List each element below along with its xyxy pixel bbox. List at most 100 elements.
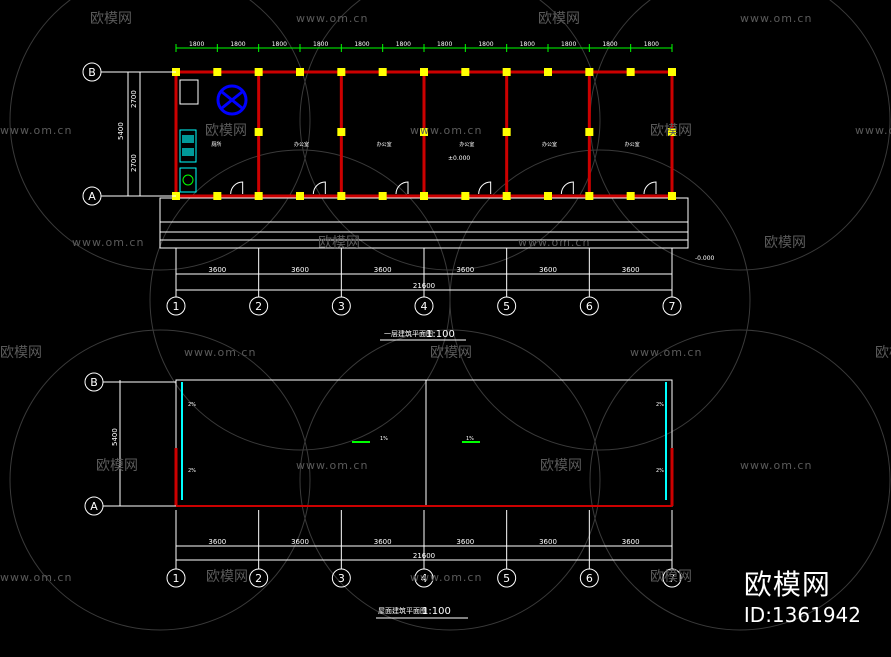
- grid-col-bubble: [331, 568, 351, 588]
- column: [544, 68, 552, 76]
- watermark-brand: 欧模网: [96, 458, 138, 474]
- plan1-title: 一层建筑平面图: [384, 329, 433, 338]
- grid-col-label: 5: [503, 300, 510, 313]
- top-dim-label: 1800: [396, 41, 411, 48]
- top-dim-label: 1800: [437, 41, 452, 48]
- bay-dim: 3600: [208, 266, 226, 274]
- grid-col-bubble: [497, 296, 517, 316]
- svg-text:B: B: [90, 376, 98, 389]
- grid-col-bubble: [166, 568, 186, 588]
- bay-dim: 3600: [539, 266, 557, 274]
- column: [296, 68, 304, 76]
- column: [502, 68, 511, 76]
- outdoor-elevation: -0.000: [695, 255, 715, 262]
- door-swing: [312, 181, 326, 195]
- model-id: ID:1361942: [743, 603, 861, 627]
- grid-col-label: 6: [586, 572, 593, 585]
- column: [668, 192, 676, 200]
- watermark-url: www.om.cn: [740, 12, 813, 25]
- column: [337, 128, 346, 136]
- watermark-brand: 欧模网: [90, 11, 132, 27]
- bay-dim: 3600: [374, 538, 392, 546]
- top-dim-label: 1800: [520, 41, 535, 48]
- watermark-brand: 欧模网: [206, 569, 248, 585]
- top-dim-label: 1800: [561, 41, 576, 48]
- vdim-total: 5400: [117, 122, 125, 140]
- bay-dim: 3600: [291, 266, 309, 274]
- grid-col-bubble: [331, 296, 351, 316]
- watermark-url: www.om.cn: [630, 346, 703, 359]
- brand-logo: 欧模网: [743, 568, 831, 601]
- brand-badge: 欧模网 ID:1361942: [744, 563, 861, 627]
- watermark-brand: 欧模网: [0, 345, 42, 361]
- roof-grid-row-A: A: [84, 496, 176, 516]
- column: [502, 128, 511, 136]
- elevation-label: ±0.000: [448, 155, 470, 162]
- column: [626, 68, 635, 76]
- room-label: 办公室: [459, 141, 474, 148]
- watermark-brand: 欧模网: [650, 123, 692, 139]
- column: [626, 192, 635, 200]
- slope-label: 1%: [380, 436, 388, 442]
- grid-col-bubble: [579, 296, 599, 316]
- room-label: 办公室: [294, 141, 309, 148]
- watermark-url: www.om.cn: [0, 124, 73, 137]
- svg-text:A: A: [88, 190, 96, 203]
- column: [378, 192, 387, 200]
- plan2-title: 屋面建筑平面图: [378, 606, 427, 615]
- grid-col-label: 7: [669, 300, 676, 313]
- column: [254, 128, 263, 136]
- watermark-brand: 欧模网: [430, 345, 472, 361]
- bay-dim: 3600: [456, 266, 474, 274]
- grid-col-label: 5: [503, 572, 510, 585]
- grid-col-label: 3: [338, 572, 345, 585]
- slope-label: 2%: [188, 402, 196, 408]
- grid-col-label: 1: [173, 300, 180, 313]
- watermark-url: www.om.cn: [0, 571, 73, 584]
- top-dim-label: 1800: [313, 41, 328, 48]
- column: [585, 192, 594, 200]
- column: [254, 68, 263, 76]
- door-swing: [478, 181, 492, 195]
- bay-dim: 3600: [374, 266, 392, 274]
- watermark-brand: 欧模网: [650, 569, 692, 585]
- watermark-url: www.om.cn: [740, 459, 813, 472]
- top-dim-label: 1800: [354, 41, 369, 48]
- grid-row-A: A: [82, 186, 176, 206]
- grid-col-label: 7: [669, 572, 676, 585]
- watermark-brand: 欧模网: [318, 235, 360, 251]
- watermark-url: www.om.cn: [410, 571, 483, 584]
- grid-col-label: 2: [255, 300, 262, 313]
- column: [461, 68, 470, 76]
- grid-col-label: 2: [255, 572, 262, 585]
- watermark-url: www.om.cn: [296, 459, 369, 472]
- grid-col-bubble: [662, 296, 682, 316]
- top-dim-label: 1800: [478, 41, 493, 48]
- column: [668, 68, 676, 76]
- plan2-scale: 1:100: [422, 606, 451, 617]
- column: [337, 68, 346, 76]
- column: [254, 192, 263, 200]
- grid-col-bubble: [249, 568, 269, 588]
- column: [502, 192, 511, 200]
- column: [585, 128, 594, 136]
- roof-grid-row-B: B: [84, 372, 176, 392]
- column: [420, 192, 428, 200]
- column: [420, 128, 428, 136]
- column: [461, 192, 470, 200]
- room-label: 办公室: [625, 141, 640, 148]
- column: [213, 68, 222, 76]
- watermark-brand: 欧模网: [540, 458, 582, 474]
- top-dim-label: 1800: [272, 41, 287, 48]
- watermark-url: www.om.cn: [518, 236, 591, 249]
- top-dim-label: 1800: [602, 41, 617, 48]
- toilet-fixtures: [179, 79, 248, 193]
- grid-col-bubble: [249, 296, 269, 316]
- bay-dim: 3600: [208, 538, 226, 546]
- watermark-brand: 欧模网: [875, 345, 891, 361]
- grid-col-bubble: [662, 568, 682, 588]
- slope-label: 2%: [656, 468, 664, 474]
